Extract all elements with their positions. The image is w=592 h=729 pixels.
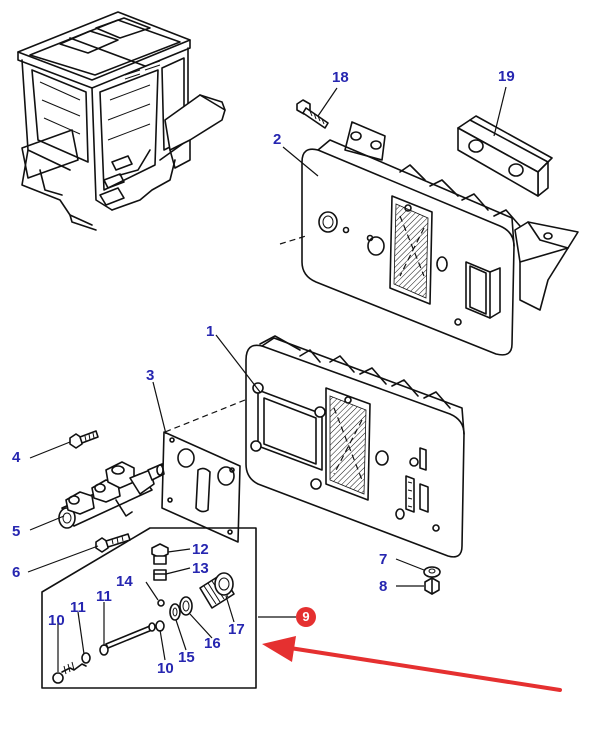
callout-10-right[interactable]: 10 [157,660,174,677]
callout-1[interactable]: 1 [206,323,215,340]
tractor-cab-illustration [17,11,226,231]
bolt-4 [69,430,99,449]
red-pointer-arrow [262,636,562,692]
callout-15[interactable]: 15 [178,649,195,666]
panel-1 [245,335,465,558]
callout-17[interactable]: 17 [228,621,245,638]
alignment-line-panel2 [279,235,307,245]
callout-10-left[interactable]: 10 [48,612,65,629]
bolt-8 [424,577,440,595]
callout-8[interactable]: 8 [379,578,388,595]
callout-18[interactable]: 18 [332,69,349,86]
callout-13[interactable]: 13 [192,560,209,577]
master-cylinder-5 [58,461,165,529]
bolt-6 [95,533,131,553]
washer-7 [423,566,441,578]
panel-2 [301,121,579,356]
callout-16[interactable]: 16 [204,635,221,652]
leader-lines [27,86,507,672]
gasket-plate-3 [161,431,241,543]
callout-11-right[interactable]: 11 [96,588,112,605]
alignment-line-upper [164,399,246,433]
callout-14[interactable]: 14 [116,573,133,590]
bracket-19 [457,115,553,197]
callout-12[interactable]: 12 [192,541,209,558]
callout-9-badge[interactable]: 9 [296,607,316,627]
kit-components [52,543,235,684]
callout-7[interactable]: 7 [379,551,388,568]
callout-3[interactable]: 3 [146,367,155,384]
bolt-18 [296,99,329,129]
repair-kit-box [41,527,257,689]
callout-2[interactable]: 2 [273,131,282,148]
callout-6[interactable]: 6 [12,564,21,581]
callout-4[interactable]: 4 [12,449,21,466]
callout-19[interactable]: 19 [498,68,515,85]
callout-5[interactable]: 5 [12,523,21,540]
callout-11-left[interactable]: 11 [70,599,86,616]
